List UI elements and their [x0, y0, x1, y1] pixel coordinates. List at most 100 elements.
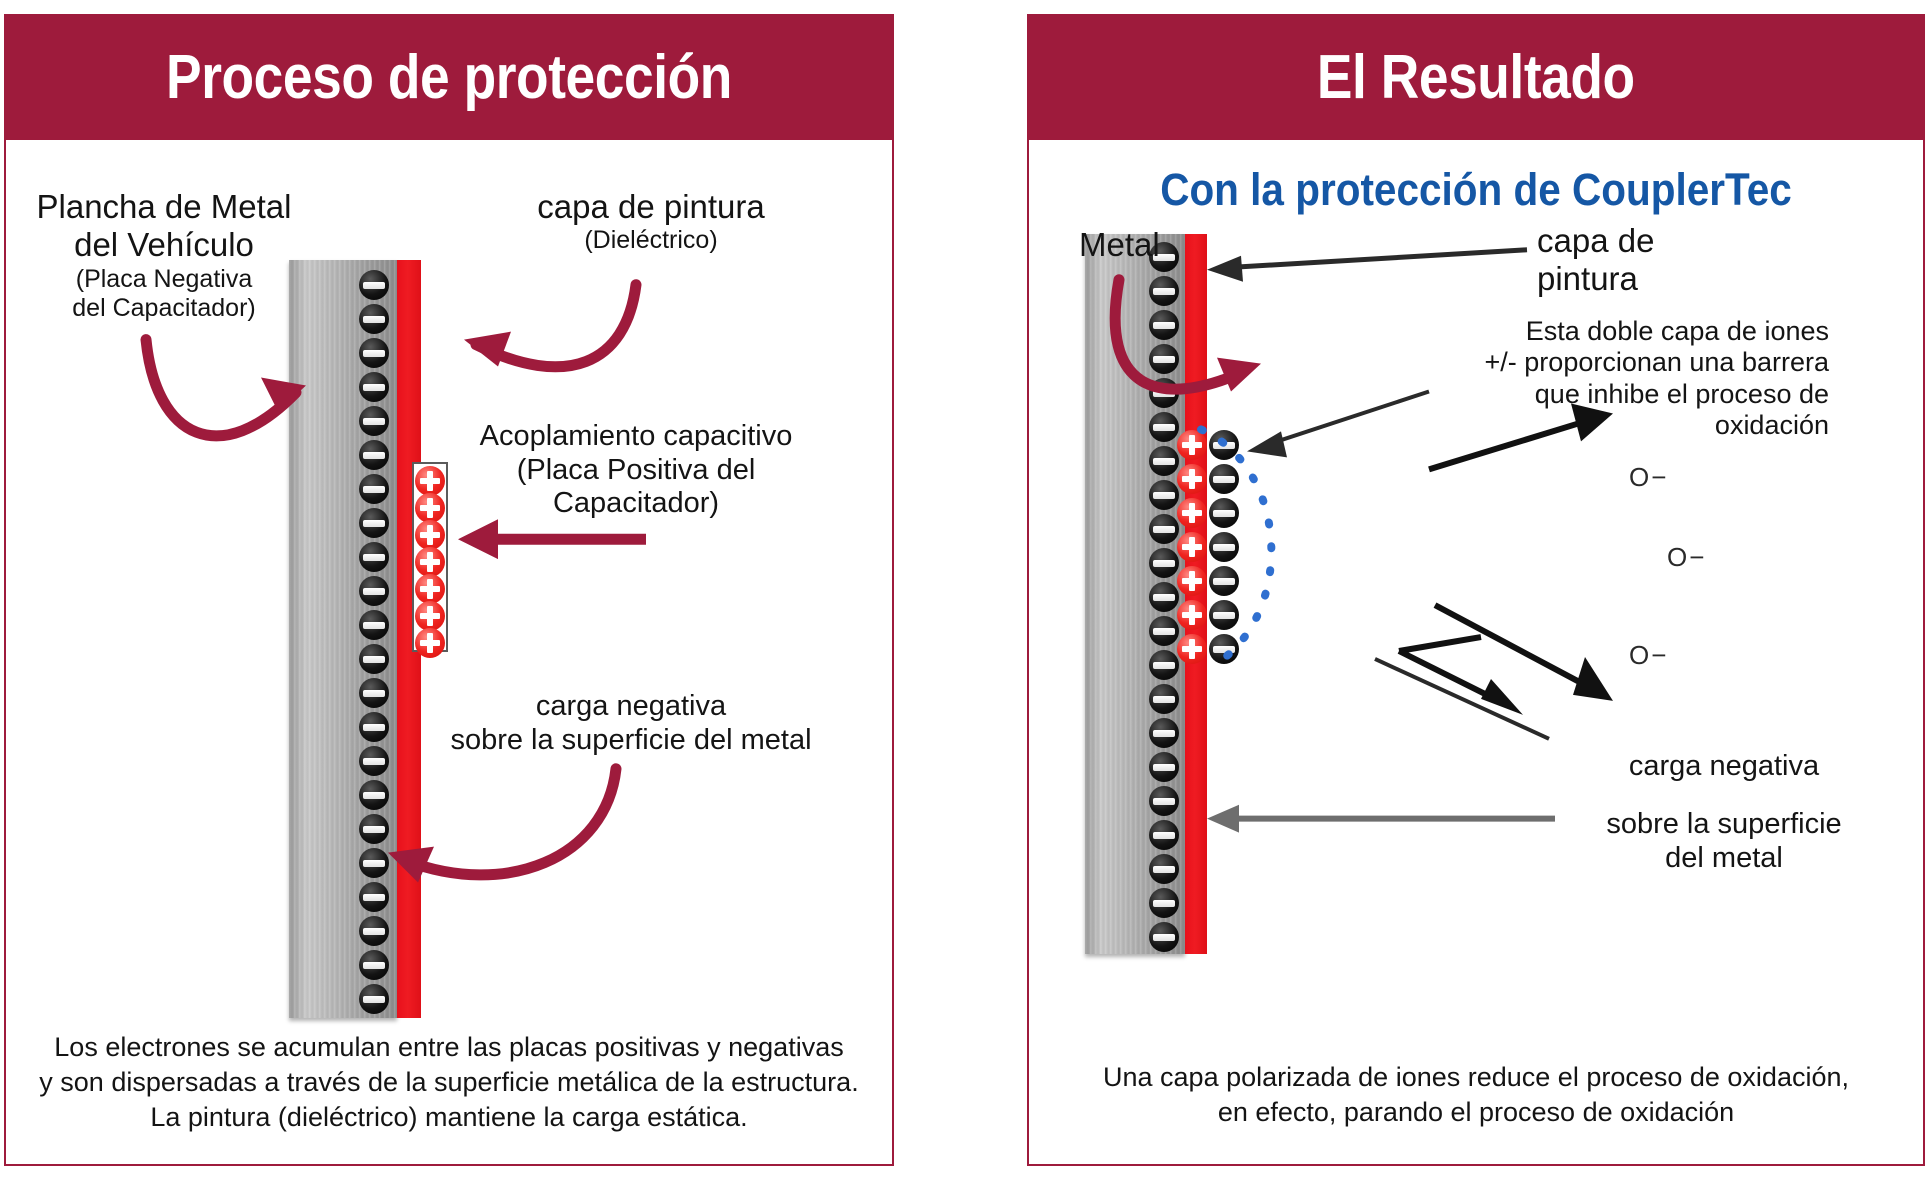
negative-ion	[359, 372, 389, 402]
negative-ion	[359, 746, 389, 776]
negative-ion	[1149, 548, 1179, 578]
negative-ion	[1149, 310, 1179, 340]
arrow-oxygen-out-lower	[1433, 602, 1613, 701]
positive-ion	[415, 628, 445, 658]
leader-lower-barrier	[1374, 657, 1550, 741]
negative-ion	[359, 338, 389, 368]
right-panel-title: El Resultado	[1317, 43, 1635, 112]
leader-negative-charge	[1207, 804, 1555, 833]
negative-ion	[1149, 616, 1179, 646]
arrow-to-paint-layer	[464, 279, 642, 373]
left-panel-body: Plancha de Metal del Vehículo (Placa Neg…	[6, 140, 892, 1164]
positive-ion	[415, 601, 445, 631]
negative-ion	[1209, 532, 1239, 562]
left-capacitor-diagram	[289, 260, 421, 1018]
negative-ion	[1149, 650, 1179, 680]
label-paint-layer: capa de pintura	[1537, 222, 1655, 298]
positive-ion	[415, 574, 445, 604]
positive-ion	[1177, 634, 1207, 664]
negative-ion	[1149, 684, 1179, 714]
left-panel-caption: Los electrones se acumulan entre las pla…	[39, 1032, 859, 1133]
left-panel-title: Proceso de protección	[166, 43, 732, 112]
oxygen-ion-marker-2: O−	[1667, 542, 1707, 572]
negative-ion	[359, 610, 389, 640]
positive-ion	[1177, 430, 1207, 460]
leader-paint-layer	[1207, 247, 1528, 282]
label-negative-charge: carga negativa sobre la superficie del m…	[450, 690, 812, 756]
negative-ion	[359, 644, 389, 674]
panel-el-resultado: El Resultado Con la protección de Couple…	[1027, 14, 1925, 1166]
negative-ion	[359, 712, 389, 742]
negative-ion	[359, 984, 389, 1014]
label-negative-charge-surface: sobre la superficie del metal	[1606, 808, 1842, 874]
negative-ion	[359, 848, 389, 878]
negative-ion	[1149, 378, 1179, 408]
label-negative-charge: carga negativa	[1628, 750, 1820, 782]
right-panel-body: Con la protección de CouplerTec Metal ca…	[1029, 140, 1923, 1164]
label-metal: Metal	[1079, 226, 1160, 263]
negative-ion-column	[359, 260, 389, 1018]
negative-ion	[1149, 820, 1179, 850]
negative-ion	[1209, 634, 1239, 664]
left-panel-header: Proceso de protección	[6, 16, 892, 140]
negative-ion	[1149, 412, 1179, 442]
negative-ion	[1149, 276, 1179, 306]
negative-ion	[1149, 922, 1179, 952]
arrow-to-metal-plate	[140, 334, 306, 442]
negative-ion	[1149, 888, 1179, 918]
negative-ion	[359, 882, 389, 912]
positive-plate-box	[412, 462, 448, 658]
positive-ion	[415, 520, 445, 550]
negative-ion	[1149, 752, 1179, 782]
label-capacitive-coupling: Acoplamiento capacitivo (Placa Positiva …	[479, 420, 793, 520]
negative-ion	[1149, 480, 1179, 510]
negative-ion	[1209, 600, 1239, 630]
label-double-ion-barrier: Esta doble capa de iones +/- proporciona…	[1484, 316, 1829, 440]
positive-ion-column	[415, 464, 445, 658]
positive-ion	[415, 493, 445, 523]
positive-ion	[1177, 600, 1207, 630]
negative-ion	[359, 576, 389, 606]
positive-ion	[415, 547, 445, 577]
negative-ion	[1209, 464, 1239, 494]
negative-ion	[359, 270, 389, 300]
negative-ion	[359, 406, 389, 436]
panel-proceso-de-proteccion: Proceso de protección Plancha de Metal d…	[4, 14, 894, 1166]
label-paint-layer: capa de pintura (Dieléctrico)	[537, 188, 765, 255]
right-panel-subtitle: Con la protección de CouplerTec	[1160, 164, 1792, 215]
negative-ion	[1149, 242, 1179, 272]
negative-ion	[359, 474, 389, 504]
positive-ion	[1177, 464, 1207, 494]
negative-ion	[1149, 446, 1179, 476]
positive-ion	[415, 466, 445, 496]
negative-ion	[359, 916, 389, 946]
oxygen-ion-marker-1: O−	[1629, 462, 1669, 492]
negative-ion	[359, 304, 389, 334]
positive-ion	[1177, 532, 1207, 562]
arrow-to-positive-plate	[458, 519, 646, 560]
negative-ion	[1149, 854, 1179, 884]
negative-ion	[359, 542, 389, 572]
right-panel-caption: Una capa polarizada de iones reduce el p…	[1103, 1062, 1849, 1128]
negative-ion	[359, 508, 389, 538]
negative-ion	[359, 950, 389, 980]
positive-ion-layer	[1177, 234, 1207, 954]
negative-ion	[359, 814, 389, 844]
negative-ion	[1209, 430, 1239, 460]
negative-ion	[1149, 344, 1179, 374]
negative-ion	[1149, 582, 1179, 612]
negative-ion	[1209, 566, 1239, 596]
positive-ion	[1177, 498, 1207, 528]
right-panel-header: El Resultado	[1029, 16, 1923, 140]
negative-ion	[1209, 498, 1239, 528]
negative-ion	[1149, 718, 1179, 748]
negative-ion	[1149, 786, 1179, 816]
oxygen-ion-marker-3: O−	[1629, 640, 1669, 670]
arrow-to-negative-charge	[388, 763, 622, 883]
negative-ion-column	[1149, 234, 1179, 954]
negative-ion	[359, 440, 389, 470]
arrow-oxygen-converge	[1397, 634, 1523, 715]
positive-ion	[1177, 566, 1207, 596]
negative-ion	[359, 780, 389, 810]
